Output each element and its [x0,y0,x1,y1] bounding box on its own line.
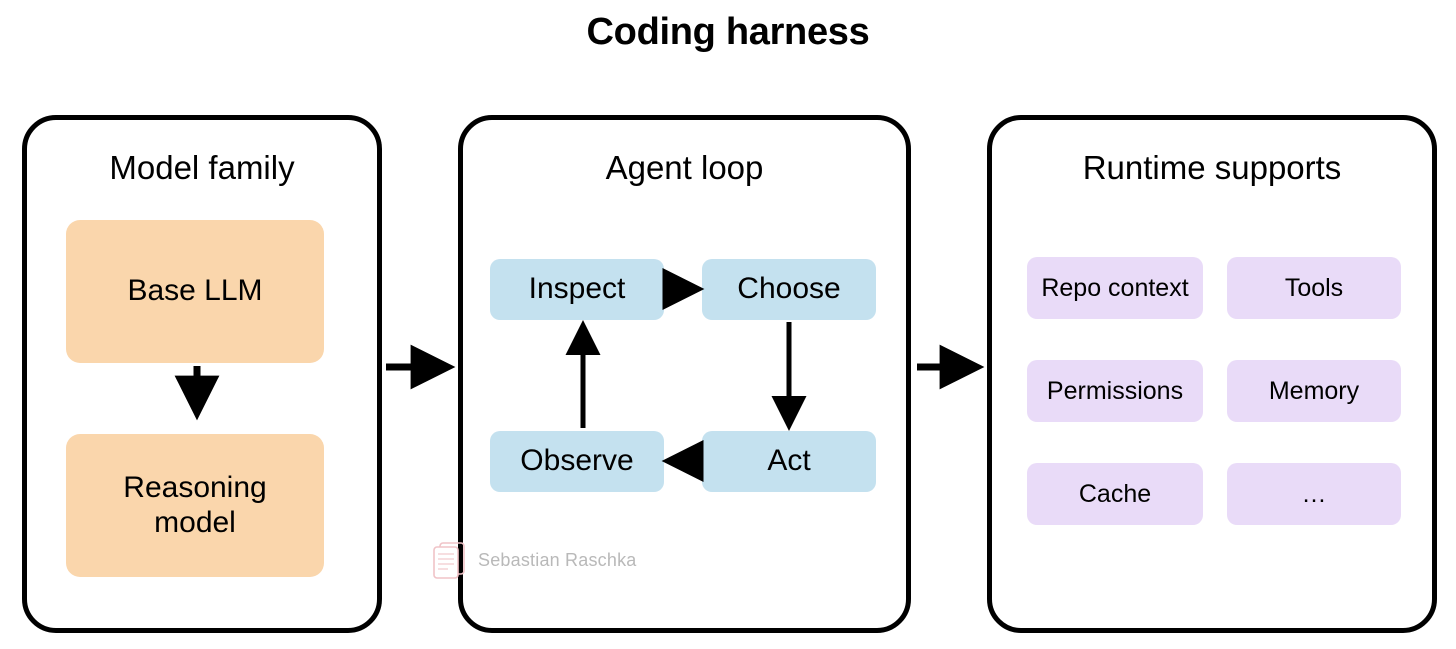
node-ellipsis: … [1227,463,1401,525]
watermark: Sebastian Raschka [430,538,637,582]
node-inspect: Inspect [490,259,664,320]
book-stack-icon [433,542,465,579]
node-repo-context: Repo context [1027,257,1203,319]
node-act: Act [702,431,876,492]
node-tools: Tools [1227,257,1401,319]
panel-title-runtime-supports: Runtime supports [1082,149,1342,186]
panel-agent-loop: Agent loop [458,115,911,633]
panel-title-agent-loop: Agent loop [605,149,764,186]
node-memory: Memory [1227,360,1401,422]
node-observe: Observe [490,431,664,492]
page-title: Coding harness [586,11,870,53]
node-base-llm: Base LLM [66,220,324,363]
watermark-text: Sebastian Raschka [478,549,637,570]
node-reasoning-model: Reasoning model [66,434,324,577]
node-cache: Cache [1027,463,1203,525]
node-choose: Choose [702,259,876,320]
panel-title-model-family: Model family [109,149,295,186]
node-permissions: Permissions [1027,360,1203,422]
